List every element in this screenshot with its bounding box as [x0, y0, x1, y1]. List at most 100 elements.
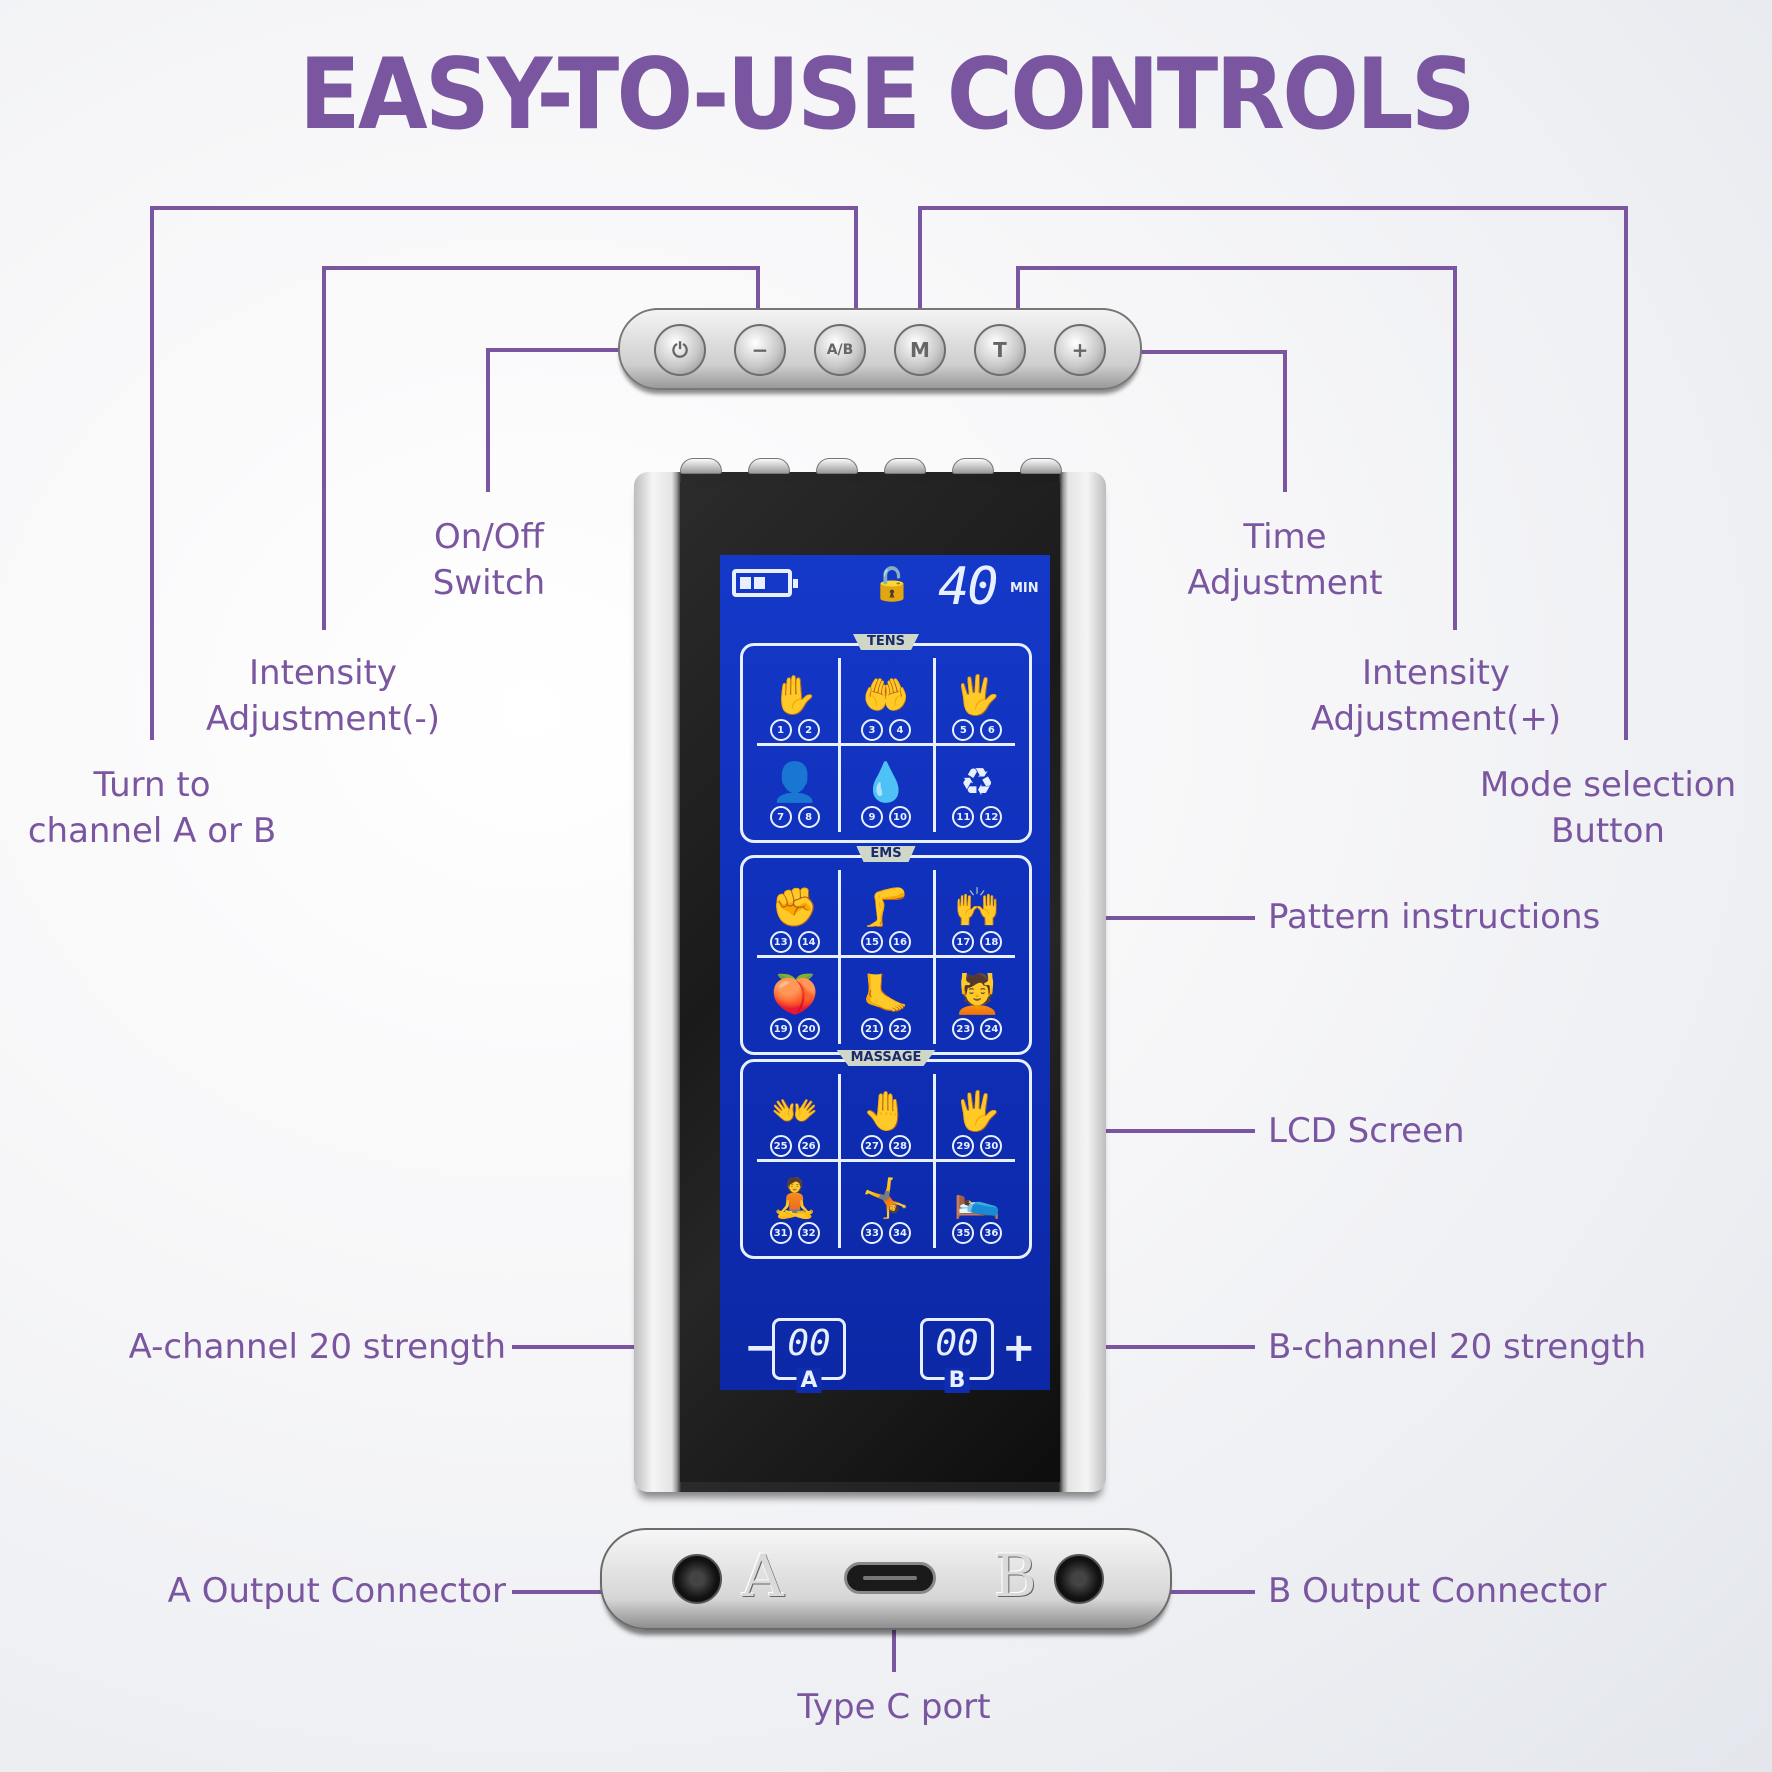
minus-icon: − [751, 338, 769, 362]
mode-number-badge: 19 [769, 1018, 792, 1040]
battery-cell [740, 577, 751, 589]
mode-illustration-icon: 🛌 [953, 1176, 1001, 1220]
channel-ab-button[interactable]: A/B [814, 324, 866, 376]
label-channel-ab: Turn to channel A or B [0, 762, 304, 854]
label-line: Button [1551, 811, 1665, 851]
label-a-output: A Output Connector [167, 1571, 506, 1611]
label-line: channel A or B [27, 811, 277, 851]
mode-illustration-icon: ✋ [771, 673, 819, 717]
port-letter-a: A [742, 1542, 784, 1610]
timer-unit: MIN [1010, 581, 1039, 596]
mode-group-title: EMS [856, 846, 916, 862]
leader-intensity-minus [322, 266, 760, 630]
channel-a-value: 00 [787, 1323, 831, 1364]
b-output-jack[interactable] [1054, 1554, 1104, 1604]
channel-a-letter: A [796, 1368, 822, 1393]
label-line: Intensity [249, 653, 397, 693]
leader-time [1082, 350, 1287, 492]
label-line: Intensity [1362, 653, 1510, 693]
unlock-icon: 🔓 [872, 565, 912, 603]
bump [952, 458, 994, 474]
mode-number-badge: 30 [980, 1135, 1003, 1157]
mode-number-badge: 10 [888, 806, 911, 828]
label-a-strength: A-channel 20 strength [128, 1327, 506, 1367]
mode-button[interactable]: M [894, 324, 946, 376]
mode-number-badge: 24 [980, 1018, 1003, 1040]
mode-number-badge: 14 [797, 931, 820, 953]
bump [816, 458, 858, 474]
grid-divider [757, 955, 1015, 958]
leader-on-off [486, 348, 680, 492]
label-line: Adjustment(-) [206, 699, 440, 739]
mode-number-badge: 34 [888, 1222, 911, 1244]
power-button[interactable]: ⏻ [654, 324, 706, 376]
time-button[interactable]: T [974, 324, 1026, 376]
power-icon: ⏻ [672, 338, 688, 362]
channel-a-display: 00 A [772, 1318, 846, 1393]
mode-number-badge: 27 [860, 1135, 883, 1157]
battery-icon [732, 569, 798, 597]
label-line: Time [1243, 517, 1327, 557]
mode-number-badge: 15 [860, 931, 883, 953]
label-mode-selection: Mode selection Button [1450, 762, 1766, 854]
mode-number-badge: 13 [769, 931, 792, 953]
mode-number-badge: 2 [797, 719, 820, 741]
mode-number-badge: 26 [797, 1135, 820, 1157]
grid-divider [757, 743, 1015, 746]
port-letter-b: B [994, 1542, 1037, 1610]
leader-intensity-plus [1016, 266, 1457, 630]
label-intensity-minus: Intensity Adjustment(-) [170, 650, 476, 742]
a-output-jack[interactable] [672, 1554, 722, 1604]
channel-a-minus-sign: − [744, 1325, 778, 1371]
mode-number-badge: 6 [980, 719, 1003, 741]
channel-b-letter: B [944, 1368, 970, 1393]
mode-illustration-icon: 🤚 [862, 1089, 910, 1133]
page-title: EASY-TO-USE CONTROLS [299, 38, 1476, 152]
mode-number-badge: 23 [952, 1018, 975, 1040]
label-line: On/Off [434, 517, 544, 557]
top-button-strip: ⏻ − A/B M T + [618, 308, 1142, 390]
label-time: Time Adjustment [1160, 514, 1410, 606]
mode-number-badge: 25 [769, 1135, 792, 1157]
mode-number-badge: 8 [797, 806, 820, 828]
mode-illustration-icon: 🦵 [862, 885, 910, 929]
mode-number-badge: 1 [769, 719, 792, 741]
label-b-strength: B-channel 20 strength [1268, 1327, 1647, 1367]
mode-number-badge: 33 [860, 1222, 883, 1244]
label-line: Adjustment [1187, 563, 1383, 603]
connector-plate: A B [600, 1528, 1172, 1630]
channel-b-value: 00 [935, 1323, 979, 1364]
label-lcd-screen: LCD Screen [1268, 1111, 1465, 1151]
mode-number-badge: 7 [769, 806, 792, 828]
label-line: Mode selection [1479, 765, 1737, 805]
intensity-minus-button[interactable]: − [734, 324, 786, 376]
mode-number-badge: 21 [860, 1018, 883, 1040]
mode-illustration-icon: 👤 [771, 760, 819, 804]
mode-number-badge: 31 [769, 1222, 792, 1244]
label-b-output: B Output Connector [1268, 1571, 1607, 1611]
intensity-plus-button[interactable]: + [1054, 324, 1106, 376]
mode-number-badge: 18 [980, 931, 1003, 953]
mode-illustration-icon: 🙌 [953, 885, 1001, 929]
mode-number-badge: 12 [980, 806, 1003, 828]
type-c-port[interactable] [844, 1562, 936, 1594]
